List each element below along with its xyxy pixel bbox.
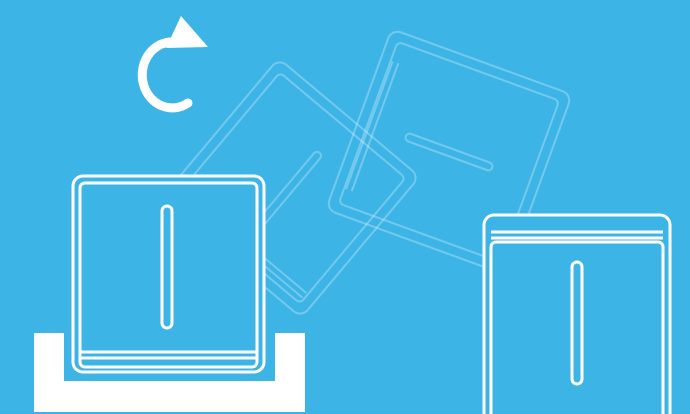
switch-standalone <box>484 215 670 414</box>
switch-in-dock <box>73 176 264 372</box>
rotate-arrow-icon <box>142 16 208 108</box>
